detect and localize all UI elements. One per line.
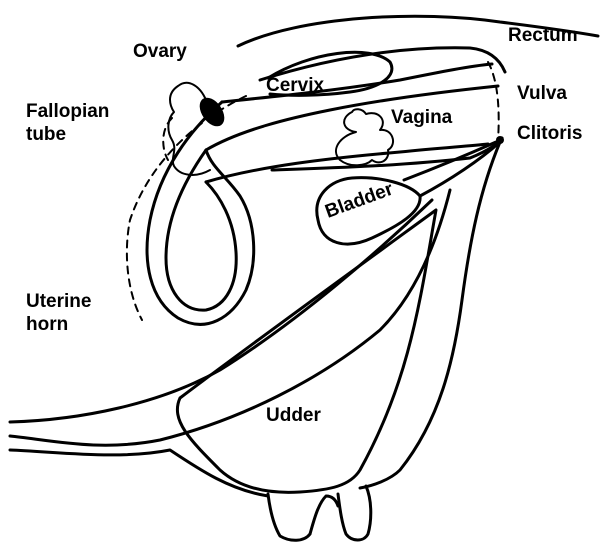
- cervix-label: Cervix: [266, 74, 324, 97]
- ventral-line: [10, 450, 268, 496]
- uterine-horn-label-line-1: Uterine: [26, 290, 91, 313]
- fallopian-tube: [168, 83, 210, 175]
- teat-right: [338, 486, 371, 540]
- broad-ligament-dashed: [127, 96, 246, 320]
- vulva-label: Vulva: [517, 82, 567, 105]
- vulva-dashed-line: [488, 62, 499, 140]
- teat-gap: [310, 496, 338, 534]
- fallopian-tube-label-line-1: Fallopian: [26, 100, 109, 123]
- rectum-label: Rectum: [508, 24, 578, 47]
- fallopian-tube-label: Fallopian tube: [26, 100, 109, 146]
- clitoris-label: Clitoris: [517, 122, 582, 145]
- teat-left: [268, 494, 310, 540]
- udder-outline: [177, 210, 436, 492]
- vagina-upper-wall: [222, 64, 492, 102]
- udder-label: Udder: [266, 404, 321, 427]
- fallopian-tube-label-line-2: tube: [26, 123, 109, 146]
- vagina-upper-inner-wall: [206, 86, 498, 150]
- uterine-horn-label-line-2: horn: [26, 313, 91, 336]
- vagina-label: Vagina: [391, 106, 452, 129]
- uterine-horn-label: Uterine horn: [26, 290, 91, 336]
- ovary-label: Ovary: [133, 40, 187, 63]
